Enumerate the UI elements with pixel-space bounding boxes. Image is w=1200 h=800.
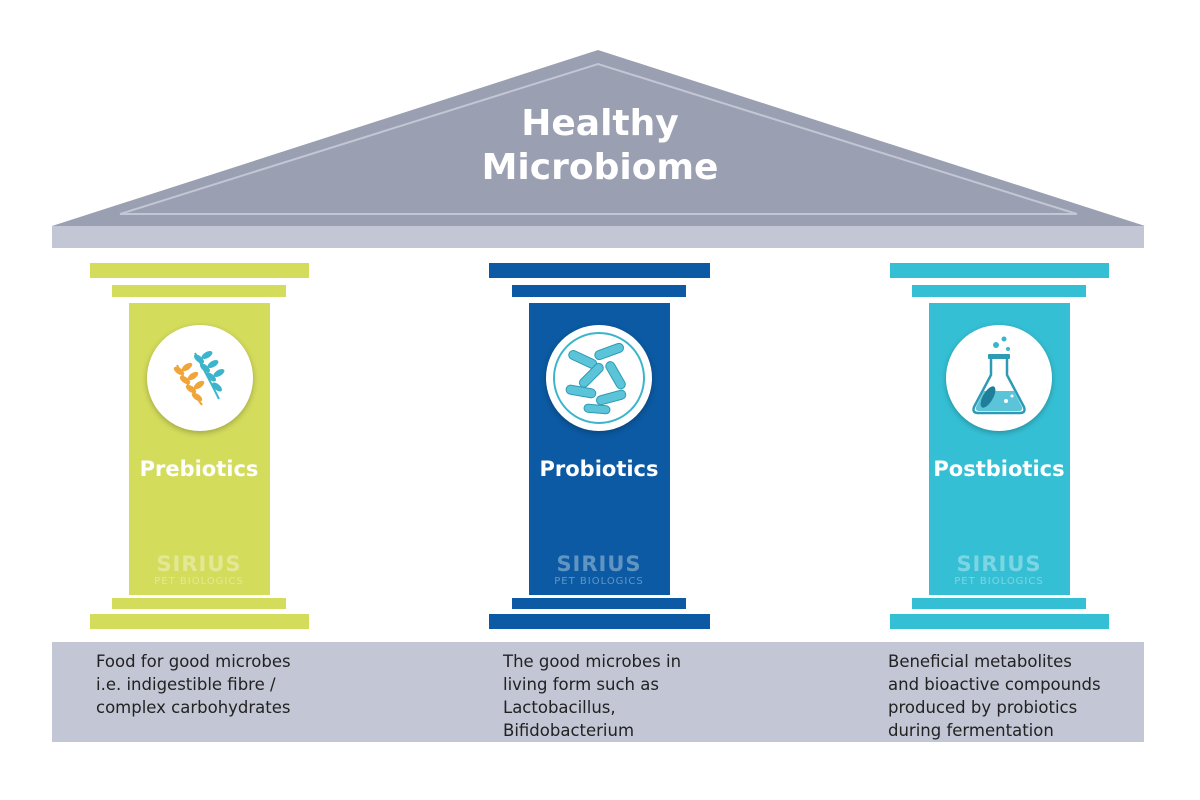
capital-bottom [912, 285, 1086, 297]
watermark-logo: SIRIUS PET BIOLOGICS [929, 552, 1069, 587]
roof [52, 50, 1145, 248]
base-bottom [890, 614, 1109, 629]
capital-top [890, 263, 1109, 278]
pillar-name: Prebiotics [139, 457, 259, 481]
description-line: during fermentation [888, 721, 1054, 740]
roof-title-line1: Healthy [521, 103, 679, 144]
watermark-name: SIRIUS [156, 552, 242, 576]
description-line: Beneficial metabolites [888, 652, 1072, 671]
description-line: The good microbes in [503, 652, 682, 671]
description-line: produced by probiotics [888, 698, 1078, 717]
roof-pediment [52, 50, 1145, 226]
watermark-subtitle: PET BIOLOGICS [954, 576, 1044, 587]
description-line: Lactobacillus, [503, 698, 616, 717]
base-top [112, 598, 286, 609]
flask-icon [946, 325, 1052, 431]
watermark-subtitle: PET BIOLOGICS [154, 576, 244, 587]
capital-bottom [512, 285, 686, 297]
description-line: complex carbohydrates [96, 698, 291, 717]
capital-top [489, 263, 710, 278]
base-top [912, 598, 1086, 609]
pillar-name: Probiotics [539, 457, 659, 481]
capital-bottom [112, 285, 286, 297]
bacteria-dish-icon [546, 325, 652, 431]
description-line: Bifidobacterium [503, 721, 635, 740]
prebiotics-description: Food for good microbes i.e. indigestible… [96, 650, 326, 719]
base-top [512, 598, 686, 609]
base-bottom [90, 614, 309, 629]
watermark-subtitle: PET BIOLOGICS [554, 576, 644, 587]
watermark-name: SIRIUS [556, 552, 642, 576]
description-line: Food for good microbes [96, 652, 291, 671]
foundation-band [52, 642, 1144, 742]
base-bottom [489, 614, 710, 629]
watermark-name: SIRIUS [956, 552, 1042, 576]
postbiotics-description: Beneficial metabolites and bioactive com… [888, 650, 1118, 742]
roof-inner-line [119, 62, 1078, 215]
description-line: living form such as [503, 675, 659, 694]
capital-top [90, 263, 309, 278]
description-line: i.e. indigestible fibre / [96, 675, 276, 694]
wheat-icon [147, 325, 253, 431]
probiotics-description: The good microbes in living form such as… [503, 650, 733, 742]
roof-title-line2: Microbiome [481, 147, 719, 188]
description-line: and bioactive compounds [888, 675, 1101, 694]
pillar-name: Postbiotics [933, 457, 1065, 481]
watermark-logo: SIRIUS PET BIOLOGICS [129, 552, 269, 587]
watermark-logo: SIRIUS PET BIOLOGICS [529, 552, 669, 587]
roof-beam [52, 226, 1144, 248]
